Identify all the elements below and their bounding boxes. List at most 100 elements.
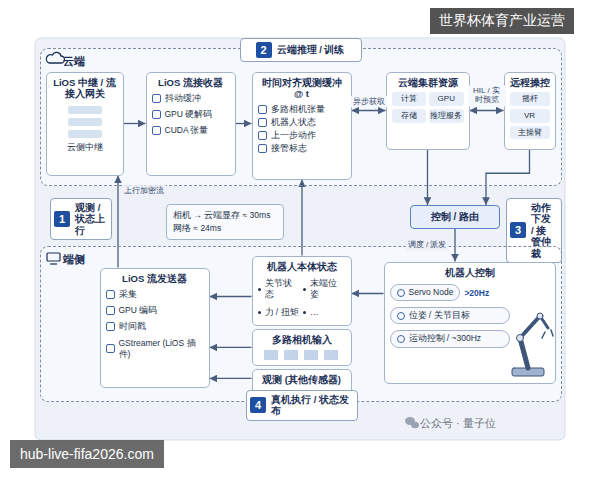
node-item: 网络 ≈ 24ms <box>173 223 277 234</box>
item-group: 摇杆 VR 主操臂 <box>510 92 550 139</box>
node-item: 相机 → 云端显存 ≈ 30ms <box>173 210 277 221</box>
buffer-box: 时间对齐观测缓冲 @ t 多路相机张量机器人状态上一步动作接管标志 <box>252 72 352 180</box>
watermark: 世界杯体育产业运营 <box>430 8 574 34</box>
node-icon <box>68 106 102 114</box>
edge-label: 异步获取 <box>351 96 387 108</box>
flow-arrow <box>210 378 252 379</box>
item-group: 采集 GPU 编码时间戳 GStreamer (LiOS 插件) <box>106 289 204 359</box>
node-item: 多路相机张量 <box>258 104 346 115</box>
step-badge: 1 观测 / 状态上行 <box>50 198 112 240</box>
node-item: 推理服务 <box>429 109 464 123</box>
node-item: 上一步动作 <box>258 130 346 141</box>
node-item: 主操臂 <box>510 126 550 140</box>
edge-label: 上行加密流 <box>122 185 166 197</box>
item-group: Servo Node>20Hz 位姿 / 关节目标运动控制 / ~300Hz <box>390 284 510 347</box>
node-label: 云端推理 / 训练 <box>277 44 345 55</box>
node-label: 动作下发 / 接管仲裁 <box>531 202 556 259</box>
robot-control-box: 机器人控制 Servo Node>20Hz 位姿 / 关节目标运动控制 / ~300… <box>384 262 556 384</box>
edge-region: 端侧LiOS 流发送器采集GPU 编码时间戳GStreamer (LiOS 插件… <box>40 246 562 402</box>
node-item: 摇杆 <box>510 92 550 106</box>
node-item: … <box>303 307 346 318</box>
node-item: >20Hz <box>464 288 489 298</box>
camera-box: 多路相机输入 <box>252 329 352 366</box>
node-label: 2 <box>256 42 272 58</box>
node-label: 云端集群资源 <box>392 77 464 89</box>
node-item: GPU 编码 <box>106 305 204 316</box>
node-item: GPU <box>429 92 464 106</box>
state-box: 机器人本体状态关节状态末端位姿力 / 扭矩… <box>252 256 352 326</box>
step-badge: 4 真机执行 / 状态发布 <box>246 390 358 421</box>
node-label: LiOS 中继 / 流接入网关 <box>52 77 118 101</box>
node-label: 多路相机输入 <box>258 334 346 346</box>
item-group: 抖动缓冲 GPU 硬解码 CUDA 张量 <box>152 93 230 136</box>
item-group: 关节状态末端位姿力 / 扭矩… <box>258 276 346 320</box>
cloud-region-fill <box>40 48 562 186</box>
node-item: 采集 <box>106 289 204 300</box>
flow-arrow <box>486 150 530 206</box>
robot-control-fill <box>384 262 556 384</box>
teleop-box: 远程操控摇杆 VR 主操臂 <box>504 72 556 150</box>
receiver-box: LiOS 流接收器抖动缓冲GPU 硬解码CUDA 张量 <box>146 72 236 176</box>
node-label: 远程操控 <box>510 77 550 89</box>
node-item: 运动控制 / ~300Hz <box>390 330 510 347</box>
node-label: 4 <box>250 397 266 413</box>
node-label: 3 <box>510 222 526 238</box>
node-item: 力 / 扭矩 <box>258 307 301 318</box>
node-label: 观测 / 状态上行 <box>75 202 106 236</box>
node-item: 云侧中继 <box>52 142 118 153</box>
node-item: Servo Node <box>390 284 461 301</box>
item-group: 计算GPU存储推理服务 <box>392 92 464 122</box>
node-item: 位姿 / 关节目标 <box>390 307 510 324</box>
main-panel <box>35 38 565 440</box>
node-item: GStreamer (LiOS 插件) <box>106 338 204 360</box>
node-label: 时间对齐观测缓冲 @ t <box>258 77 346 101</box>
step-badge: 2 云端推理 / 训练 <box>240 38 362 62</box>
cloud-icon <box>46 52 64 63</box>
node-item: 末端位姿 <box>303 278 346 300</box>
item-group: 相机 → 云端显存 ≈ 30ms 网络 ≈ 24ms <box>173 210 277 234</box>
cloud-region: 云端LiOS 中继 / 流接入网关云侧中继LiOS 流接收器抖动缓冲GPU 硬解… <box>40 48 562 186</box>
node-item: 关节状态 <box>258 278 301 300</box>
node-icon <box>264 350 340 360</box>
node-item: 抖动缓冲 <box>152 93 230 104</box>
node-label: 机器人控制 <box>390 267 550 279</box>
node-item: 机器人状态 <box>258 117 346 128</box>
device-icon <box>47 253 60 264</box>
flow-arrow <box>124 123 146 124</box>
item-group: 云侧中继 <box>52 142 118 153</box>
node-label: 控制 / 路由 <box>416 210 494 224</box>
cluster-box: 云端集群资源计算GPU存储推理服务 <box>386 72 470 150</box>
flow-arrow <box>117 176 118 268</box>
relay-box: LiOS 中继 / 流接入网关云侧中继 <box>46 72 124 176</box>
route-box: 控制 / 路由 <box>410 205 500 229</box>
edge-label: HIL / 实时预览 <box>468 85 506 106</box>
latency-box: 相机 → 云端显存 ≈ 30ms 网络 ≈ 24ms <box>166 204 284 240</box>
flow-arrow <box>352 110 386 111</box>
flow-arrow <box>210 347 252 348</box>
node-item: CUDA 张量 <box>152 125 230 136</box>
sender-box: LiOS 流发送器采集 GPU 编码时间戳 GStreamer (LiOS 插件) <box>100 268 210 388</box>
edge-label: 调度 / 派发 <box>406 239 449 251</box>
flow-arrow <box>470 110 504 111</box>
node-item: 接管标志 <box>258 143 346 154</box>
node-label: 1 <box>54 211 70 227</box>
node-item: VR <box>510 109 550 123</box>
flow-arrow <box>352 293 384 294</box>
node-item: 计算 <box>392 92 427 106</box>
node-label: 真机执行 / 状态发布 <box>271 394 352 417</box>
node-label: LiOS 流发送器 <box>106 273 204 285</box>
url-watermark: hub-live-fifa2026.com <box>10 440 164 468</box>
flow-arrow <box>301 180 302 256</box>
step-badge: 3 动作下发 / 接管仲裁 <box>506 198 562 263</box>
node-item: GPU 硬解码 <box>152 109 230 120</box>
flow-arrow <box>210 296 252 297</box>
flow-arrow <box>427 150 428 206</box>
wechat-icon <box>405 417 419 428</box>
node-item: 时间戳 <box>106 321 204 332</box>
node-label: 机器人本体状态 <box>258 261 346 273</box>
robot-arm-illustration <box>512 313 553 376</box>
node-item: 存储 <box>392 109 427 123</box>
edge-region-fill <box>40 246 562 402</box>
